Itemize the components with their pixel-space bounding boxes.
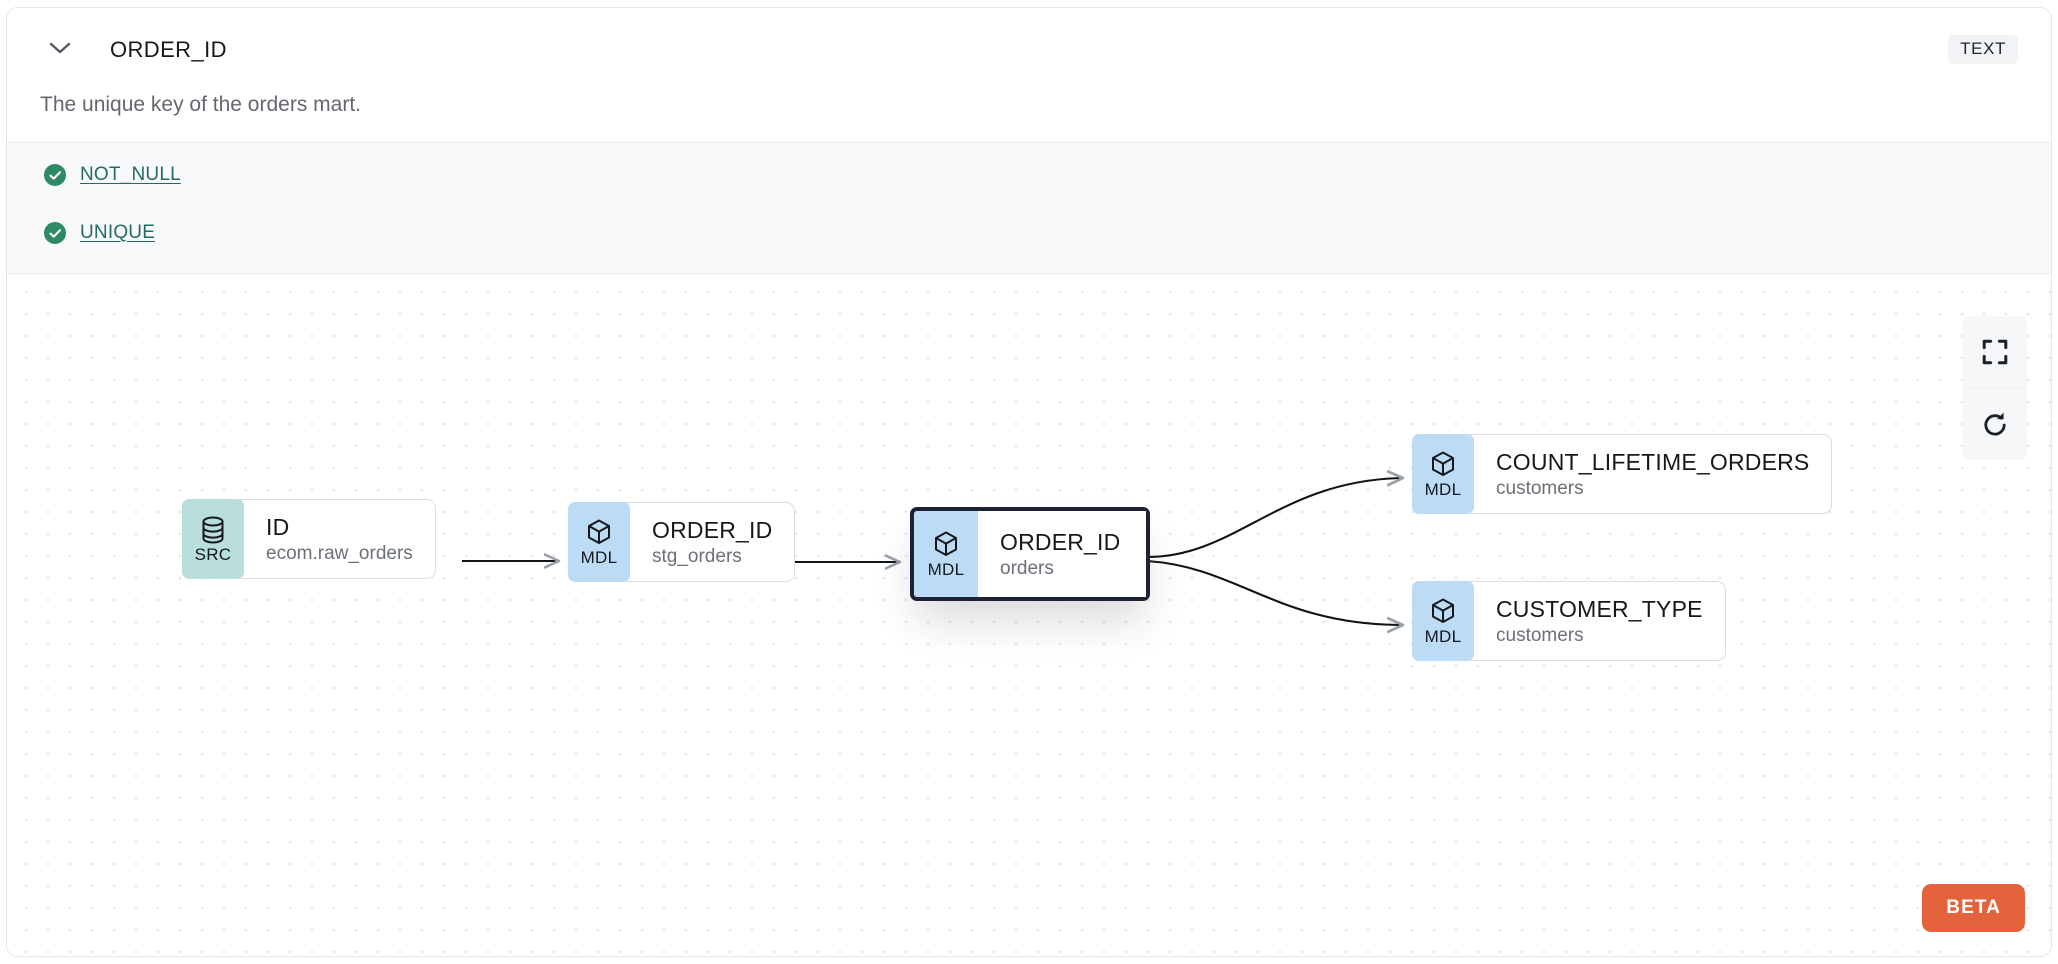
node-badge-label: MDL [580,548,618,567]
lineage-node-stg-orders[interactable]: MDL ORDER_ID stg_orders [568,502,796,582]
node-badge-label: MDL [927,560,965,579]
database-icon [202,516,224,544]
lineage-node-orders-selected[interactable]: MDL ORDER_ID orders [910,507,1151,601]
node-column-name: ORDER_ID [1000,529,1121,556]
chevron-down-icon[interactable] [47,38,73,58]
node-body: CUSTOMER_TYPE customers [1462,581,1726,661]
node-badge-mdl: MDL [1412,581,1474,661]
lineage-node-customer-type[interactable]: MDL CUSTOMER_TYPE customers [1412,581,1726,661]
fit-screen-icon [1982,339,2008,365]
node-column-name: ORDER_ID [652,517,773,544]
test-link-unique[interactable]: UNIQUE [80,222,156,243]
check-circle-icon [44,222,66,244]
page-title: ORDER_ID [110,37,227,62]
node-body: COUNT_LIFETIME_ORDERS customers [1462,434,1833,514]
node-source-name: ecom.raw_orders [266,542,413,564]
lineage-edges [462,275,2052,957]
node-badge-src: SRC [182,499,244,579]
lineage-node-count-lifetime-orders[interactable]: MDL COUNT_LIFETIME_ORDERS customers [1412,434,1833,514]
node-source-name: stg_orders [652,545,742,567]
test-row[interactable]: NOT_NULL [44,164,181,186]
lineage-node-src-id[interactable]: SRC ID ecom.raw_orders [182,499,436,579]
node-source-name: orders [1000,557,1054,579]
node-badge-label: MDL [1424,627,1462,646]
panel-header: ORDER_ID TEXT [7,8,2051,79]
data-type-badge: TEXT [1948,35,2018,64]
node-shell: MDL ORDER_ID orders [910,507,1151,601]
fit-view-button[interactable] [1963,316,2027,388]
node-body: ORDER_ID orders [978,511,1147,597]
column-detail-panel: ORDER_ID TEXT The unique key of the orde… [6,7,2052,957]
node-body: ID ecom.raw_orders [232,499,436,579]
cube-icon [588,519,610,544]
refresh-icon [1984,412,2006,435]
node-column-name: ID [266,514,290,541]
beta-badge: BETA [1922,884,2025,932]
cube-icon [1432,598,1454,623]
lineage-canvas[interactable]: SRC ID ecom.raw_orders MDL ORDER_ID stg_… [7,275,2052,957]
node-badge-label: SRC [194,545,232,564]
test-row[interactable]: UNIQUE [44,222,155,244]
cube-icon [1432,451,1454,476]
canvas-controls [1963,316,2027,460]
node-column-name: CUSTOMER_TYPE [1496,596,1703,623]
node-badge-mdl: MDL [568,502,630,582]
node-badge-mdl: MDL [914,511,978,597]
column-description: The unique key of the orders mart. [40,93,361,116]
node-source-name: customers [1496,624,1584,646]
tests-section: NOT_NULL UNIQUE [7,142,2051,274]
test-link-not-null[interactable]: NOT_NULL [80,164,181,185]
node-column-name: COUNT_LIFETIME_ORDERS [1496,449,1810,476]
node-badge-mdl: MDL [1412,434,1474,514]
reset-button[interactable] [1963,388,2027,460]
node-source-name: customers [1496,477,1584,499]
cube-icon [935,531,957,556]
node-badge-label: MDL [1424,480,1462,499]
node-body: ORDER_ID stg_orders [618,502,796,582]
check-circle-icon [44,164,66,186]
